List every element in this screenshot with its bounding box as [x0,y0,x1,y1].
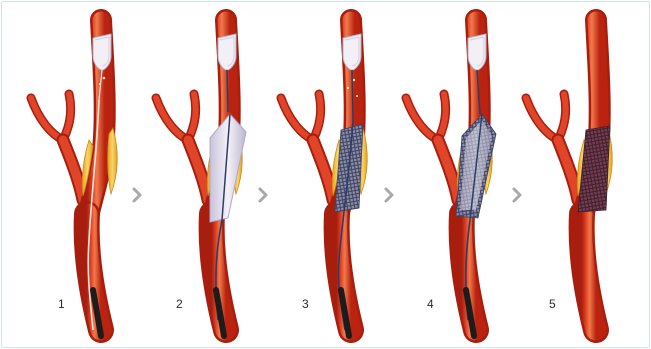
step-1-panel [31,20,117,336]
step-3-panel [281,20,367,336]
next-arrow-icon-3 [386,189,392,201]
next-arrow-icon-1 [134,189,140,201]
step-number-3: 3 [302,297,309,311]
step-4-panel [406,20,496,336]
next-arrow-icon-4 [514,189,520,201]
step-2-panel [156,20,246,336]
step-5-panel [526,20,612,330]
step-number-5: 5 [549,297,556,311]
step-number-4: 4 [427,297,434,311]
step-number-2: 2 [176,297,183,311]
next-arrow-icon-2 [260,189,266,201]
step-number-1: 1 [58,297,65,311]
